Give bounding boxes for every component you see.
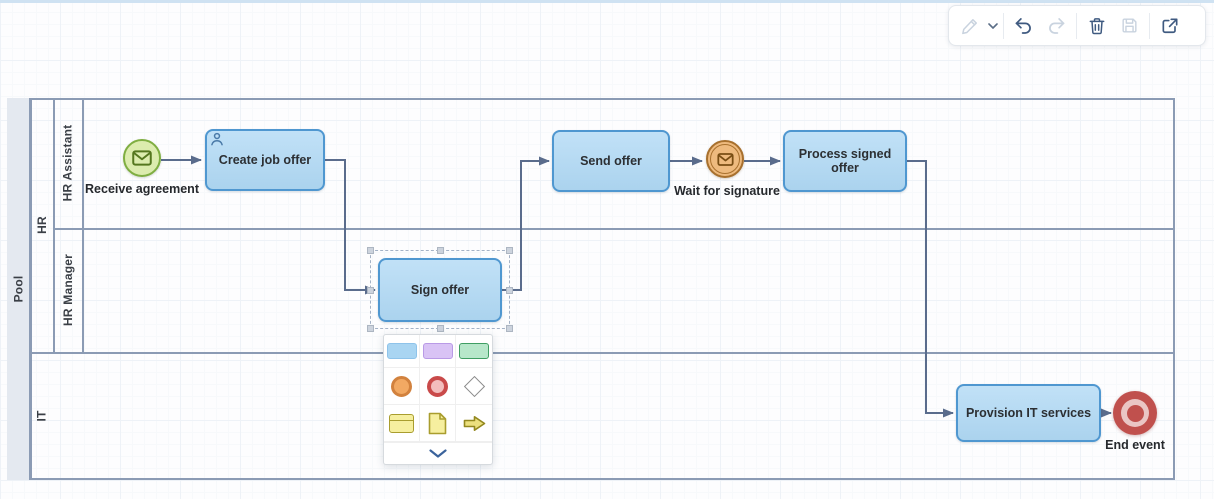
message-icon bbox=[132, 150, 152, 166]
gateway-diamond-icon bbox=[463, 375, 485, 397]
task-create-job-offer[interactable]: Create job offer bbox=[205, 129, 325, 191]
task-label: Sign offer bbox=[410, 283, 470, 297]
open-external-button[interactable] bbox=[1153, 9, 1186, 42]
redo-button[interactable] bbox=[1040, 9, 1073, 42]
toolbar-separator bbox=[1076, 12, 1077, 39]
purple-task-swatch bbox=[422, 343, 453, 359]
palette-item-document[interactable] bbox=[420, 405, 456, 442]
event-inner-ring bbox=[710, 144, 740, 174]
lane-label-hr-assistant[interactable]: HR Assistant bbox=[60, 124, 75, 202]
event-label: Receive agreement bbox=[85, 182, 199, 196]
task-provision-it-services[interactable]: Provision IT services bbox=[956, 384, 1101, 442]
flow-process-to-provision[interactable] bbox=[907, 160, 954, 418]
edit-options-button[interactable] bbox=[986, 9, 1000, 42]
element-style-popup bbox=[383, 334, 493, 465]
palette-item-green-task[interactable] bbox=[456, 335, 492, 368]
undo-icon bbox=[1015, 18, 1031, 34]
undo-button[interactable] bbox=[1007, 9, 1040, 42]
palette-item-purple-task[interactable] bbox=[420, 335, 456, 368]
toolbar-separator bbox=[1003, 12, 1004, 39]
orange-event-swatch bbox=[391, 375, 412, 397]
lane-label-hr-manager[interactable]: HR Manager bbox=[60, 253, 75, 327]
editor-toolbar bbox=[948, 5, 1206, 46]
task-label: Send offer bbox=[580, 154, 642, 168]
delete-button[interactable] bbox=[1080, 9, 1113, 42]
yellow-document-icon bbox=[428, 412, 447, 434]
task-process-signed-offer[interactable]: Process signed offer bbox=[783, 130, 907, 192]
task-sign-offer[interactable]: Sign offer bbox=[378, 258, 502, 322]
pool-label-strip[interactable] bbox=[7, 98, 30, 480]
redo-icon bbox=[1049, 18, 1065, 34]
save-icon bbox=[1122, 18, 1137, 33]
toolbar-separator bbox=[1149, 12, 1150, 39]
task-send-offer[interactable]: Send offer bbox=[552, 130, 670, 192]
palette-more-button[interactable] bbox=[384, 442, 492, 464]
yellow-arrow-icon bbox=[463, 415, 485, 431]
lane-label-hr[interactable]: HR bbox=[34, 216, 49, 234]
flow-create-to-sign[interactable] bbox=[325, 159, 376, 295]
task-label: Process signed offer bbox=[798, 147, 892, 175]
caret-down-icon bbox=[988, 22, 998, 29]
lane-divider-vertical bbox=[82, 98, 84, 352]
event-label: End event bbox=[1105, 438, 1165, 452]
event-label: Wait for signature bbox=[674, 184, 780, 198]
palette-item-gateway[interactable] bbox=[456, 368, 492, 405]
chevron-down-icon bbox=[429, 449, 447, 458]
blue-task-swatch bbox=[386, 343, 417, 359]
edit-button[interactable] bbox=[953, 9, 986, 42]
lane-divider-vertical bbox=[30, 98, 32, 480]
yellow-container-icon bbox=[389, 413, 414, 433]
palette-item-red-event[interactable] bbox=[420, 368, 456, 405]
task-label: Create job offer bbox=[218, 153, 312, 167]
start-event-receive-agreement[interactable] bbox=[123, 139, 161, 177]
save-button[interactable] bbox=[1113, 9, 1146, 42]
pool-label[interactable]: Pool bbox=[11, 275, 26, 303]
lane-label-it[interactable]: IT bbox=[34, 410, 49, 422]
green-task-swatch bbox=[459, 343, 489, 359]
lane-divider-hr-it bbox=[30, 352, 1173, 354]
message-icon bbox=[716, 152, 734, 166]
trash-icon bbox=[1089, 17, 1104, 34]
pencil-icon bbox=[961, 18, 977, 34]
end-event-core bbox=[1126, 404, 1144, 422]
open-external-icon bbox=[1162, 18, 1177, 33]
palette-item-orange-event[interactable] bbox=[384, 368, 420, 405]
user-icon bbox=[211, 132, 223, 146]
end-event-ring bbox=[1121, 399, 1149, 427]
task-label: Provision IT services bbox=[965, 406, 1092, 420]
palette-item-blue-task[interactable] bbox=[384, 335, 420, 368]
lane-divider-hr-assistant-manager bbox=[53, 228, 1173, 230]
red-event-swatch bbox=[427, 375, 448, 397]
top-accent-strip bbox=[0, 0, 1214, 3]
intermediate-event-wait-for-signature[interactable] bbox=[706, 140, 744, 178]
lane-divider-vertical bbox=[53, 98, 55, 352]
palette-item-arrow[interactable] bbox=[456, 405, 492, 442]
palette-item-container[interactable] bbox=[384, 405, 420, 442]
end-event[interactable] bbox=[1113, 391, 1157, 435]
